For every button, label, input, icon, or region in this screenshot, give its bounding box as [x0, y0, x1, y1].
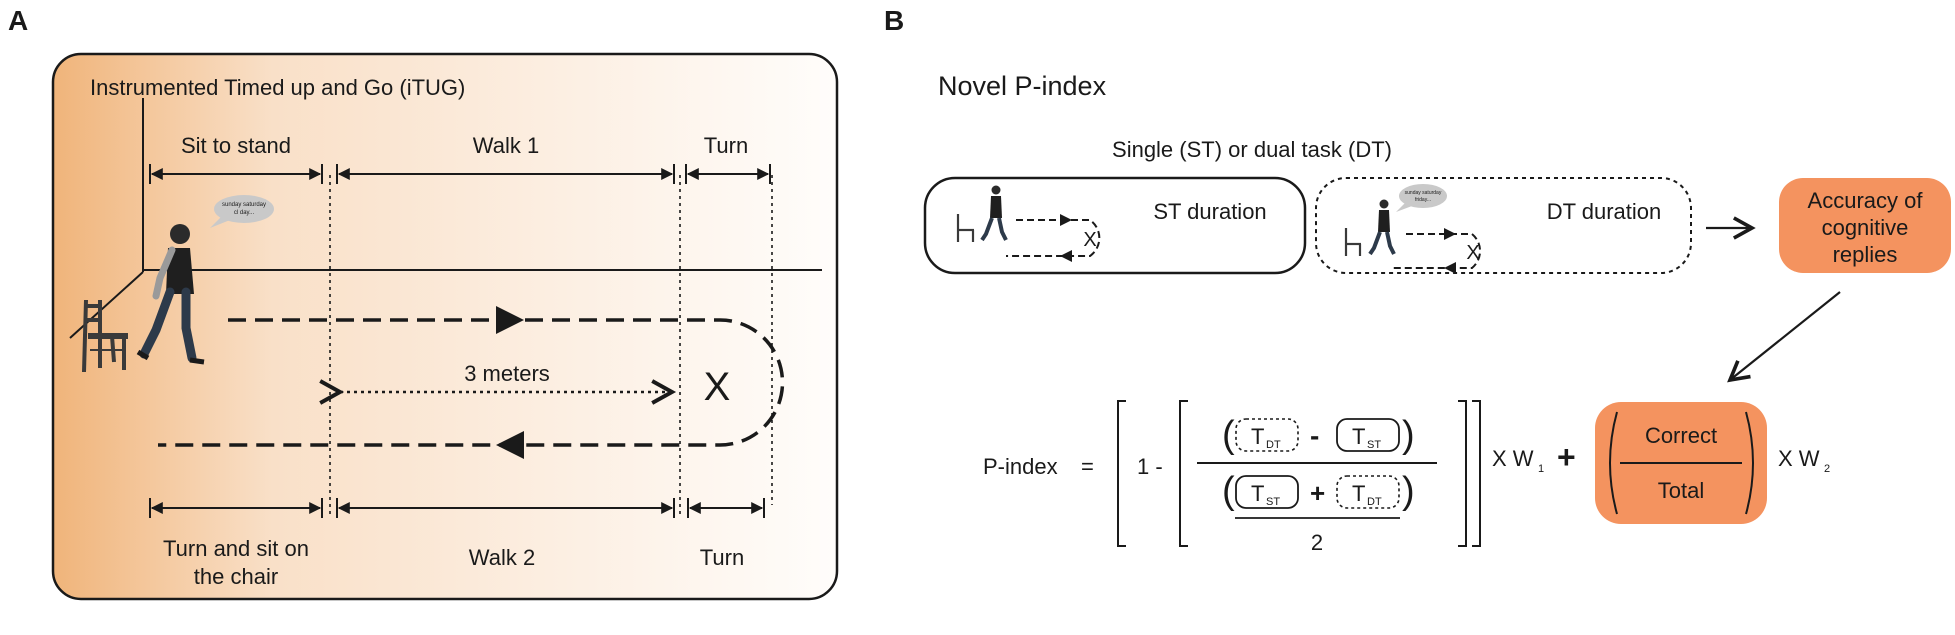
dt-subscript: DT — [1367, 496, 1382, 508]
st-subscript: ST — [1367, 439, 1381, 451]
correct-label: Correct — [1645, 423, 1717, 448]
w1-subscript: 1 — [1538, 463, 1544, 475]
st-mini-path: X — [1006, 214, 1101, 262]
chair-icon — [956, 214, 975, 242]
panel-b-letter: B — [884, 5, 904, 36]
walking-person-icon — [1368, 199, 1396, 256]
speech-text-line1: sunday saturday — [1405, 190, 1442, 196]
walking-person-icon — [136, 224, 205, 365]
ratio-open-paren — [1609, 411, 1618, 515]
path-arrow-return — [496, 431, 524, 459]
speech-text-line2: cl day... — [234, 210, 255, 216]
phase-turn-top: Turn — [704, 133, 748, 158]
t-st-box-denominator — [1235, 475, 1299, 509]
t-symbol: T — [1251, 424, 1264, 449]
accuracy-label-line1: Accuracy of — [1808, 188, 1924, 213]
room-floor-edge-line — [69, 271, 144, 339]
w2-subscript: 2 — [1824, 463, 1830, 475]
phase-sit-to-stand: Sit to stand — [181, 133, 291, 158]
plus-sign: + — [1310, 478, 1325, 508]
outer-left-bracket — [1117, 400, 1126, 547]
dt-duration-box — [1315, 177, 1692, 274]
denominator-close-paren: ) — [1402, 470, 1415, 512]
chair-icon — [1344, 228, 1362, 256]
denominator-open-paren: ( — [1222, 470, 1235, 512]
equals-sign: = — [1081, 454, 1094, 479]
st-duration-label: ST duration — [1153, 199, 1266, 224]
t-dt-box-numerator — [1235, 418, 1299, 452]
divisor-two: 2 — [1311, 530, 1323, 555]
accuracy-label-line2: cognitive — [1822, 215, 1909, 240]
dt-turn-marker: X — [1466, 242, 1479, 264]
walking-person-icon — [980, 185, 1008, 242]
numerator-close-paren: ) — [1402, 414, 1415, 456]
phase-walk-1: Walk 1 — [473, 133, 539, 158]
st-duration-box — [923, 176, 1307, 275]
inner-right-bracket — [1458, 400, 1467, 547]
times-w1: X W — [1492, 446, 1534, 471]
phase-turn-and-sit-line1: Turn and sit on — [163, 536, 309, 561]
arrow-to-formula — [1727, 291, 1841, 383]
phase-walk-2: Walk 2 — [469, 545, 535, 570]
turn-point-marker: X — [704, 365, 731, 409]
t-symbol: T — [1352, 424, 1365, 449]
speech-bubble: sunday saturday friday... — [1396, 184, 1447, 212]
one-minus: 1 - — [1137, 454, 1163, 479]
total-label: Total — [1658, 478, 1704, 503]
accuracy-label-line3: replies — [1833, 242, 1898, 267]
t-symbol: T — [1251, 481, 1264, 506]
dt-subscript: DT — [1266, 439, 1281, 451]
outer-right-bracket — [1472, 400, 1481, 547]
p-index-lhs: P-index — [983, 454, 1058, 479]
p-index-title: Novel P-index — [938, 71, 1107, 101]
panel-a-letter: A — [8, 5, 28, 36]
phase-turn-and-sit-line2: the chair — [194, 564, 278, 589]
t-symbol: T — [1352, 481, 1365, 506]
t-dt-box-denominator — [1336, 475, 1400, 509]
ratio-close-paren — [1745, 411, 1754, 515]
accuracy-box — [1779, 178, 1951, 273]
t-st-box-numerator — [1336, 418, 1400, 452]
times-w2: X W — [1778, 446, 1820, 471]
path-arrow-forward — [496, 306, 524, 334]
numerator-open-paren: ( — [1222, 414, 1235, 456]
distance-label: 3 meters — [464, 361, 550, 386]
speech-text-line1: sunday saturday — [222, 202, 266, 208]
task-caption: Single (ST) or dual task (DT) — [1112, 137, 1392, 162]
itug-title: Instrumented Timed up and Go (iTUG) — [90, 75, 465, 100]
st-turn-marker: X — [1083, 229, 1096, 251]
plus-weights: + — [1557, 439, 1576, 475]
walking-path — [158, 318, 785, 447]
speech-bubble: sunday saturday cl day... — [210, 195, 274, 228]
speech-text-line2: friday... — [1415, 197, 1431, 203]
st-subscript: ST — [1266, 496, 1280, 508]
itug-panel-background — [51, 52, 839, 601]
dt-duration-label: DT duration — [1547, 199, 1662, 224]
dt-mini-path: X — [1392, 228, 1482, 274]
inner-left-bracket — [1179, 400, 1188, 547]
chair-icon — [82, 299, 128, 373]
minus-sign: - — [1310, 420, 1319, 451]
phase-turn-bottom: Turn — [700, 545, 744, 570]
